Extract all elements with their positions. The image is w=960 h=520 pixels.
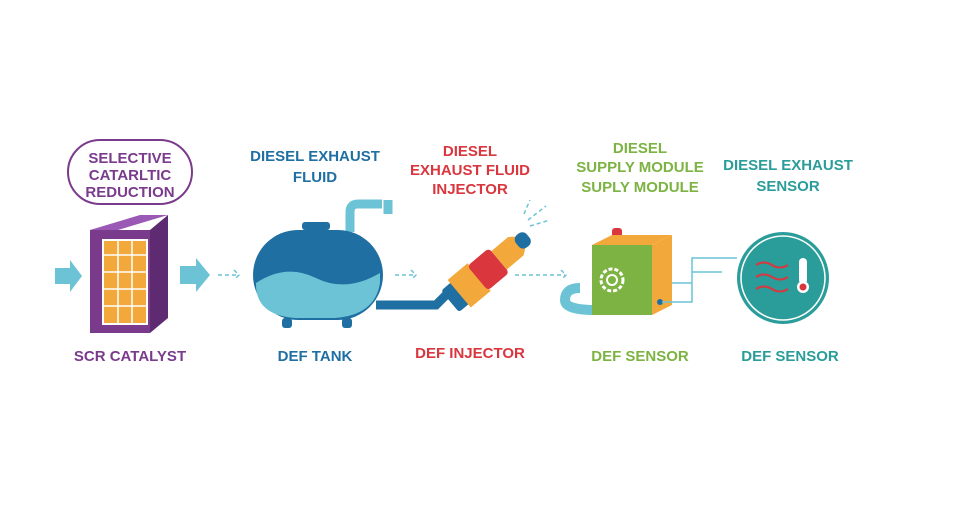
supply-heading-line: SUPLY MODULE [581,179,699,196]
stage-scr: SELECTIVE CATARLTIC REDUCTION SCR CATALY… [55,139,241,365]
stage-supply-module: DIESEL SUPPLY MODULE SUPLY MODULE DEF SE… [559,140,737,365]
spray-icon [523,199,551,227]
supply-module-label: DEF SENSOR [591,348,689,365]
stage-injector: DIESEL EXHAUST FLUID INJECTOR DEF INJECT… [410,143,568,362]
scr-heading-pill [67,139,193,205]
scr-heading-line: CATARLTIC [89,167,172,184]
sensor-heading-line: DIESEL EXHAUST [723,157,853,174]
catalyst-icon [90,215,168,333]
tank-heading-line: DIESEL EXHAUST [250,148,380,165]
tank-icon [253,199,450,328]
dashed-arrow-icon [395,269,418,281]
supply-module-icon [559,228,672,315]
dashed-arrow-icon [218,269,241,281]
injector-heading-line: EXHAUST FLUID [410,162,530,179]
sensor-icon [737,232,829,324]
scr-heading-line: REDUCTION [85,184,174,201]
injector-icon [442,232,531,311]
inflow-arrow-icon [55,260,82,292]
injector-heading-line: DIESEL [443,143,497,160]
scr-heading-line: SELECTIVE [88,150,171,167]
injector-heading-line: INJECTOR [432,181,508,198]
def-tank-label: DEF TANK [278,348,353,365]
supply-heading-line: DIESEL [613,140,667,157]
outflow-arrow-icon [180,258,210,292]
scr-label: SCR CATALYST [74,348,186,365]
exhaust-sensor-label: DEF SENSOR [741,348,839,365]
dashed-arrow-icon [515,269,568,281]
stage-def-tank: DIESEL EXHAUST FLUID DEF TANK [250,148,450,365]
def-injector-label: DEF INJECTOR [415,345,525,362]
sensor-wire-icon [662,257,737,303]
tank-heading-line: FLUID [293,169,337,186]
stage-exhaust-sensor: DIESEL EXHAUST SENSOR DEF SENSOR [723,157,853,365]
sensor-heading-line: SENSOR [756,178,820,195]
supply-heading-line: SUPPLY MODULE [576,159,704,176]
